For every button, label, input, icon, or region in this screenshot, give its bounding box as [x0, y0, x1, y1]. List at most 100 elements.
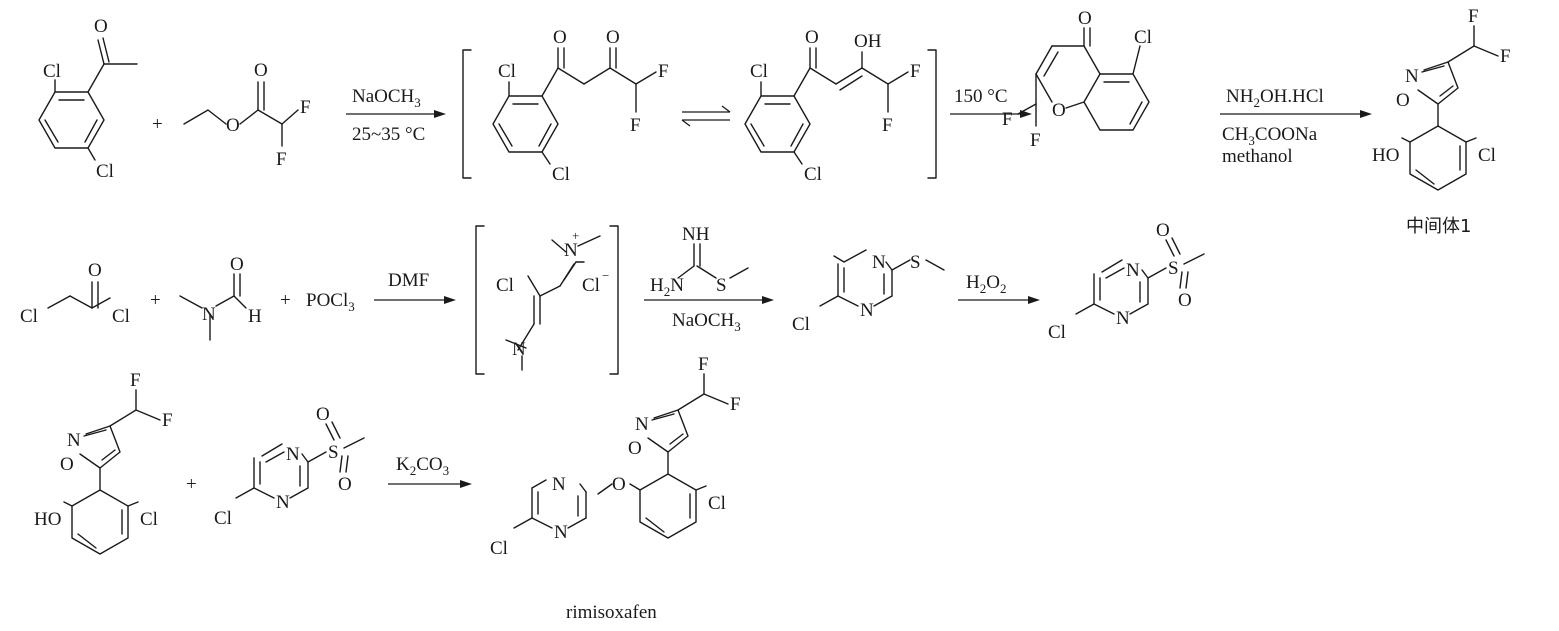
charge-plus: + — [572, 228, 579, 243]
bracket-right — [609, 225, 619, 375]
plus-sign: + — [150, 290, 161, 311]
molecule-enol: Cl O OH F F Cl — [744, 27, 921, 185]
atom-o-label: O — [94, 16, 108, 37]
arrow-step1: NaOCH3 25~35 °C — [346, 86, 446, 145]
condition-methanol: methanol — [1222, 146, 1293, 167]
atom-ho-label: HO — [1372, 145, 1399, 166]
equilibrium-arrows — [681, 105, 731, 127]
atom-nh-label: NH — [682, 224, 710, 245]
atom-cl-label: Cl — [96, 161, 114, 182]
reagent-h2n: H2N — [650, 275, 684, 299]
atom-o-label: O — [628, 438, 642, 459]
atom-cl-label: Cl — [20, 306, 38, 327]
bracket-right — [927, 49, 937, 179]
atom-h-label: H — [248, 306, 262, 327]
molecule-rimisoxafen: N O F F O Cl N N Cl rimisoxafen — [490, 354, 741, 623]
atom-f-label: F — [130, 370, 141, 391]
atom-o-label: O — [254, 60, 268, 81]
atom-f-label: F — [162, 410, 173, 431]
atom-cl-label: Cl — [1048, 322, 1066, 343]
plus-sign: + — [152, 114, 163, 135]
atom-o-label: O — [230, 254, 244, 275]
atom-cl-label: Cl — [214, 508, 232, 529]
atom-ho-label: HO — [34, 509, 61, 530]
atom-f-label: F — [658, 61, 669, 82]
atom-f-label: F — [698, 354, 709, 375]
atom-n-label: N — [1126, 260, 1140, 281]
atom-n-label: N — [1116, 308, 1130, 329]
atom-n-label: N — [276, 492, 290, 513]
atom-cl-label: Cl — [1134, 27, 1152, 48]
atom-cl-anion-label: Cl — [582, 275, 600, 296]
atom-o-label: O — [88, 260, 102, 281]
atom-n-label: N — [872, 252, 886, 273]
atom-o-label: O — [612, 474, 626, 495]
charge-minus: − — [602, 268, 609, 283]
atom-cl-label: Cl — [112, 306, 130, 327]
atom-n-label: N — [564, 240, 578, 261]
atom-f-label: F — [1500, 46, 1511, 67]
atom-cl-label: Cl — [804, 164, 822, 185]
arrow-h2o2: H2O2 — [958, 272, 1040, 304]
atom-cl-label: Cl — [43, 61, 61, 82]
atom-o-label: O — [1156, 220, 1170, 241]
reagent-pocl3: POCl3 — [306, 290, 355, 314]
atom-cl-label: Cl — [496, 275, 514, 296]
molecule-dichloroacetophenone: Cl O Cl — [38, 16, 138, 182]
arrow-k2co3: K2CO3 — [388, 454, 472, 488]
molecule-chromone: O Cl O F F — [1002, 8, 1152, 151]
atom-n-label: N — [552, 474, 566, 495]
atom-o-label: O — [553, 27, 567, 48]
atom-cl-label: Cl — [792, 314, 810, 335]
bracket-left — [475, 225, 485, 375]
molecule-chloroacetyl-chloride: Cl O Cl — [20, 260, 130, 327]
molecule-methylthio-pyrimidine: N N S Cl — [792, 249, 945, 335]
atom-f-label: F — [1002, 109, 1013, 130]
label-product: rimisoxafen — [566, 602, 657, 623]
atom-cl-label: Cl — [490, 538, 508, 559]
condition-acetate: CH3COONa — [1222, 124, 1318, 148]
atom-s-label: S — [910, 252, 921, 273]
atom-cl-label: Cl — [498, 61, 516, 82]
atom-o-label: O — [338, 474, 352, 495]
atom-n-label: N — [554, 522, 568, 543]
atom-oh-label: OH — [854, 31, 882, 52]
atom-f-label: F — [300, 97, 311, 118]
plus-sign: + — [280, 290, 291, 311]
arrow-thiourea: NH H2N S NaOCH3 — [644, 224, 774, 334]
atom-o-label: O — [1396, 90, 1410, 111]
atom-f-label: F — [1030, 130, 1041, 151]
atom-n-label: N — [202, 304, 216, 325]
condition-dmf: DMF — [388, 270, 429, 291]
atom-o-label: O — [60, 454, 74, 475]
molecule-intermediate1-reactant: N O F F HO Cl — [34, 370, 173, 555]
atom-cl-label: Cl — [1478, 145, 1496, 166]
atom-n-label: N — [1405, 66, 1419, 87]
arrow-step2: 150 °C — [950, 86, 1032, 118]
molecule-intermediate1: N O F F HO Cl 中间体1 — [1372, 6, 1511, 237]
condition-k2co3: K2CO3 — [396, 454, 449, 478]
atom-cl-label: Cl — [708, 493, 726, 514]
molecule-methylsulfonyl-pyrimidine: N N S O O Cl — [1048, 220, 1205, 343]
atom-o-label: O — [1078, 8, 1092, 29]
atom-n-label: N — [286, 444, 300, 465]
atom-n-label: N — [67, 430, 81, 451]
atom-cl-label: Cl — [552, 164, 570, 185]
condition-temp2: 150 °C — [954, 86, 1008, 107]
molecule-diketone: Cl O O F F Cl — [492, 27, 669, 185]
bracket-left — [462, 49, 472, 179]
atom-f-label: F — [1468, 6, 1479, 27]
molecule-vinamidinium: Cl N + Cl − N — [496, 228, 609, 371]
atom-s-label: S — [328, 442, 339, 463]
atom-o-label: O — [226, 115, 240, 136]
atom-n-label: N — [635, 414, 649, 435]
label-intermediate1: 中间体1 — [1406, 216, 1471, 237]
atom-o-label: O — [1052, 100, 1066, 121]
molecule-dmf: N O H — [179, 254, 262, 341]
atom-f-label: F — [276, 149, 287, 170]
condition-hydroxylamine: NH2OH.HCl — [1226, 86, 1324, 110]
molecule-ethyl-difluoroacetate: O O F F — [183, 60, 311, 170]
atom-o-label: O — [1178, 290, 1192, 311]
